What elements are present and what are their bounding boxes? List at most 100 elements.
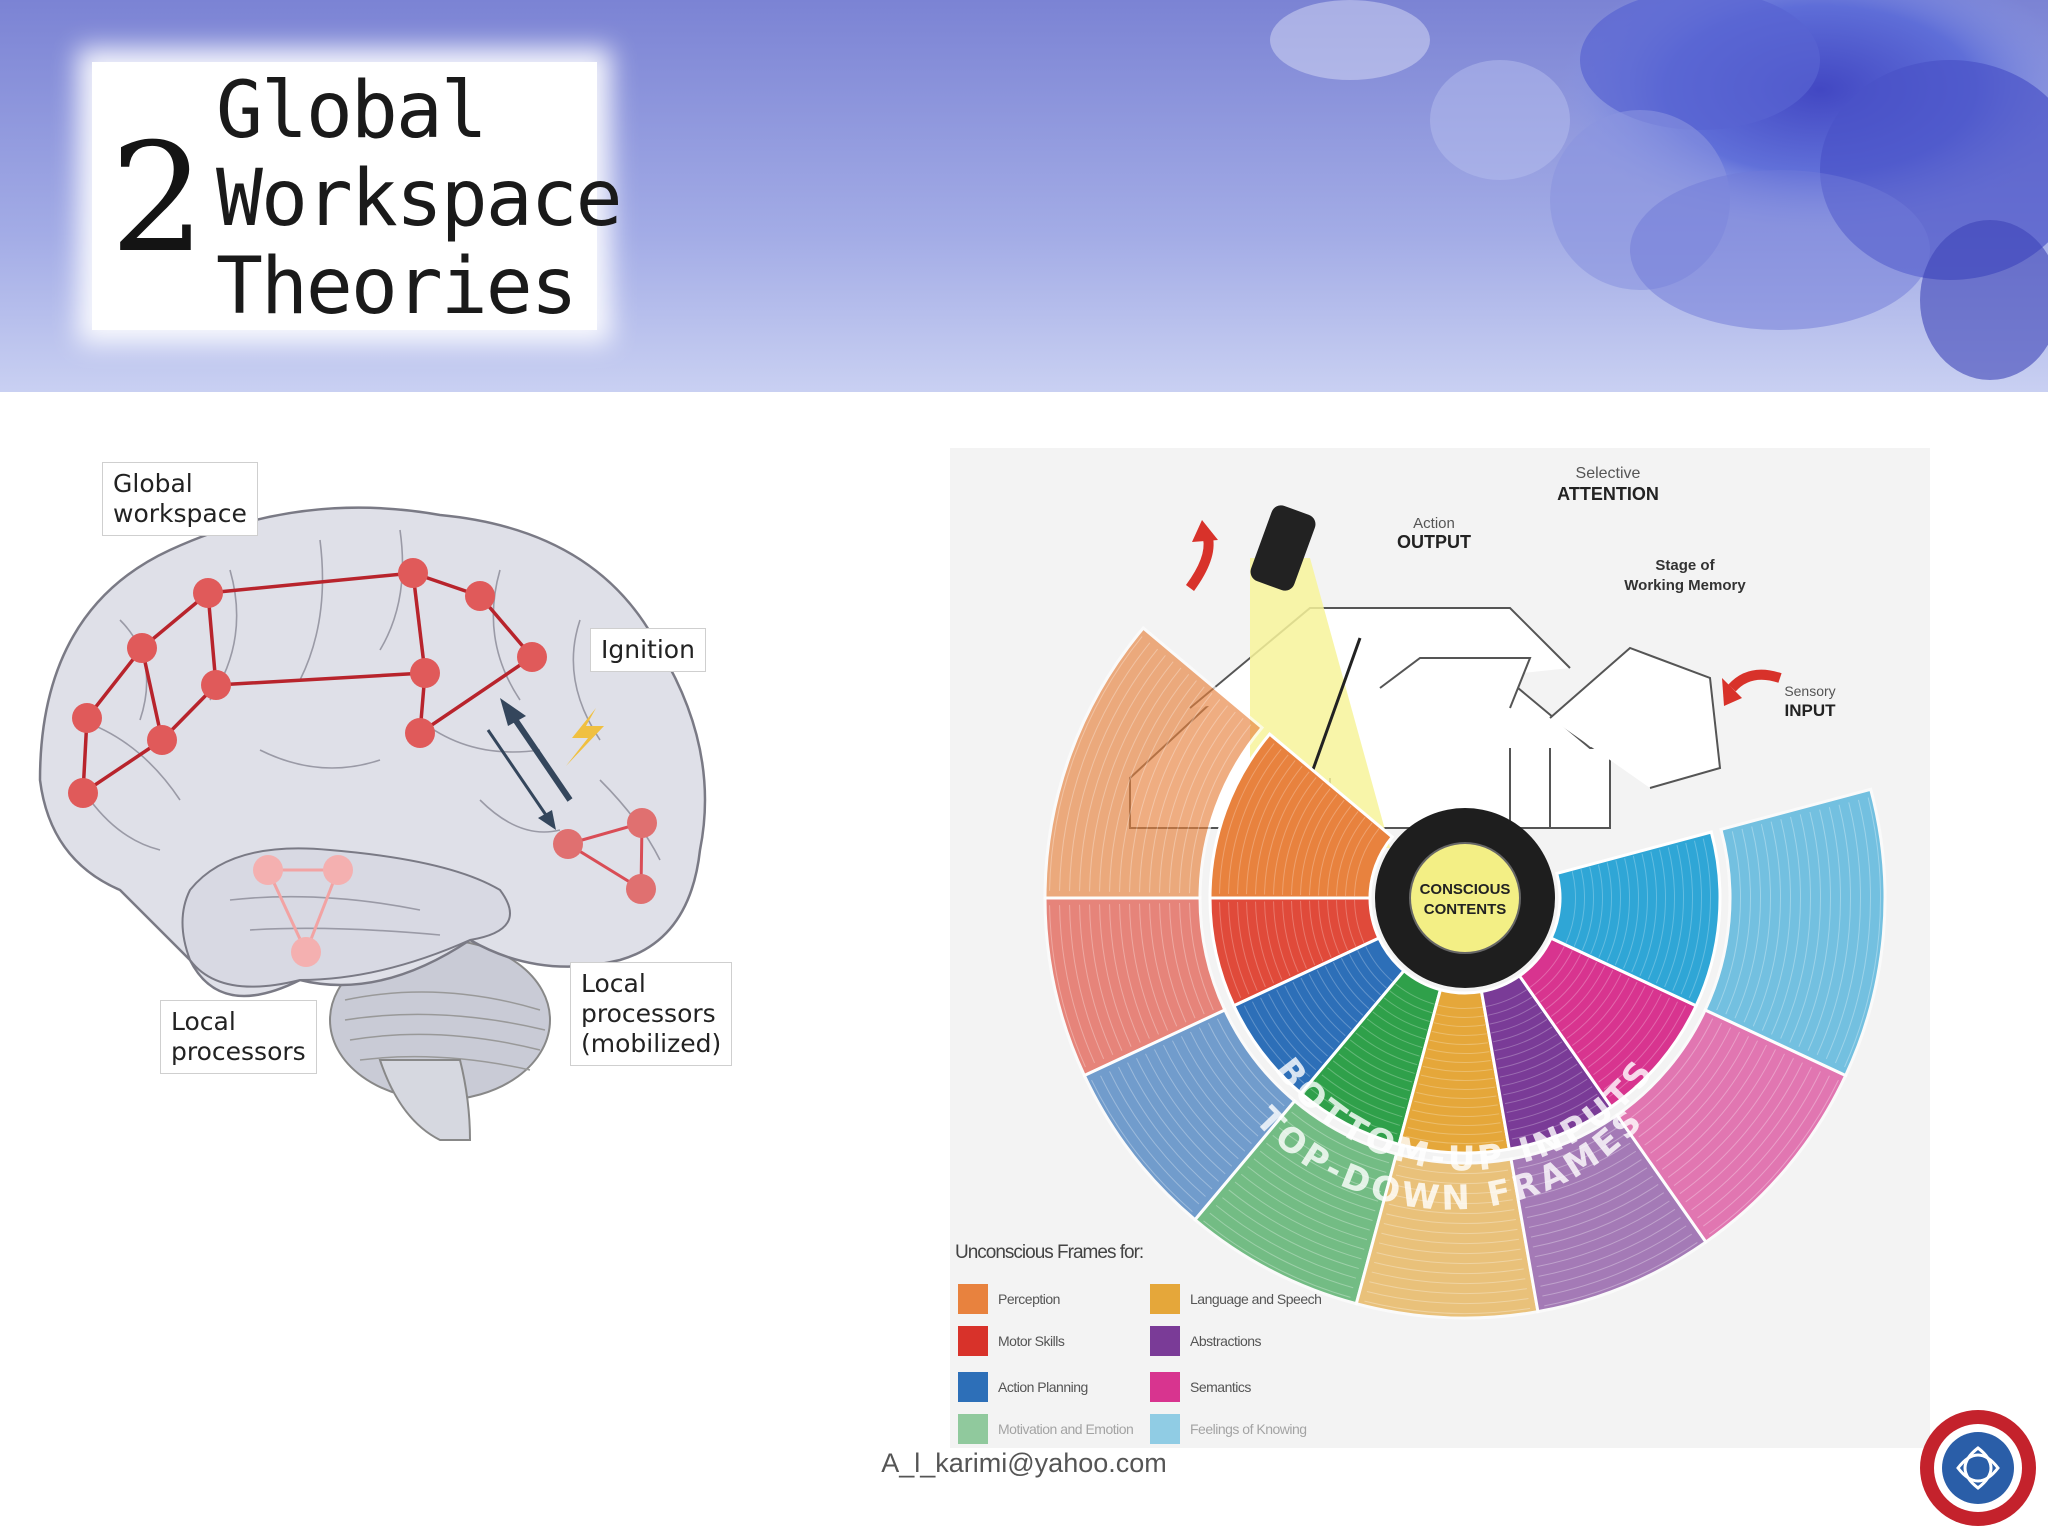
seat-row xyxy=(1435,1013,1484,1019)
seat-row xyxy=(1412,1109,1500,1117)
seat-row xyxy=(1398,1164,1509,1174)
label-ignition: Ignition xyxy=(590,628,706,672)
brain-diagram: Global workspace Ignition Local processo… xyxy=(0,420,780,1180)
seating-wedge-inner xyxy=(1231,936,1407,1096)
input-arrow xyxy=(1728,669,1782,692)
seat-row xyxy=(1429,1039,1488,1045)
seat-row xyxy=(1418,1083,1496,1090)
legend-item: Semantics xyxy=(1150,1372,1251,1402)
seating-wedge-outer xyxy=(1082,1008,1297,1222)
legend-label: Motor Skills xyxy=(998,1333,1065,1349)
legend-swatch xyxy=(1150,1326,1180,1356)
legend-item: Language and Speech xyxy=(1150,1284,1322,1314)
seat-row xyxy=(1590,864,1603,955)
conscious-text: CONSCIOUS xyxy=(1420,881,1511,898)
label-global-workspace: Global workspace xyxy=(102,462,258,536)
legend-label: Perception xyxy=(998,1291,1060,1307)
stage-of-text: Stage of xyxy=(1655,557,1715,574)
theater-diagram: CONSCIOUS CONTENTS Selective ATTENTION A… xyxy=(950,448,1930,1448)
legend-label: Action Planning xyxy=(998,1379,1088,1395)
ignition-arrows xyxy=(486,698,573,830)
seating-wedge-outer xyxy=(1509,1112,1708,1314)
seat-row xyxy=(1405,1135,1504,1144)
banner-brain-art xyxy=(1270,0,2048,380)
title-line-1: Global xyxy=(216,66,488,156)
legend-swatch xyxy=(958,1372,988,1402)
title-number: 2 xyxy=(110,112,206,286)
seat-row xyxy=(1487,996,1533,1016)
seat-row xyxy=(1433,1022,1486,1027)
theater-illustration: CONSCIOUS CONTENTS Selective ATTENTION A… xyxy=(1043,465,1887,1320)
university-logo xyxy=(1916,1406,2040,1530)
working-memory-text: Working Memory xyxy=(1624,577,1746,594)
seat-row xyxy=(1388,1203,1515,1214)
conscious-contents xyxy=(1409,842,1521,954)
legend-item: Action Planning xyxy=(958,1372,1088,1402)
seat-row xyxy=(1581,866,1594,951)
legend-label: Semantics xyxy=(1190,1379,1251,1395)
label-local-processors: Local processors xyxy=(160,1000,317,1074)
legend-swatch xyxy=(1150,1414,1180,1444)
seat-row xyxy=(1393,1184,1512,1194)
seat-row xyxy=(1414,1100,1498,1108)
seat-row xyxy=(1422,1065,1493,1072)
spotlight-lamp xyxy=(1250,505,1316,591)
seat-row xyxy=(1573,868,1585,947)
seat-row xyxy=(1565,871,1576,944)
legend-item: Abstractions xyxy=(1150,1326,1262,1356)
seat-row xyxy=(1403,1144,1505,1153)
label-local-processors-mobilized: Local processors (mobilized) xyxy=(570,962,733,1066)
seating-wedge-outer xyxy=(1192,1098,1399,1306)
seating-wedge-inner xyxy=(1298,968,1443,1147)
seating-wedge-inner xyxy=(1208,896,1381,1008)
seat-row xyxy=(1390,1193,1513,1204)
seat-row xyxy=(1485,989,1528,1007)
lightning-icon xyxy=(566,708,604,766)
action-text: Action xyxy=(1413,515,1455,532)
seating-wedge-outer xyxy=(1614,1008,1848,1245)
seating-wedge-outer xyxy=(1043,896,1227,1078)
slide-title: 2 Global Workspace Theories xyxy=(92,62,623,332)
title-line-2: Workspace xyxy=(216,154,623,244)
seat-row xyxy=(1354,899,1365,944)
legend-label: Language and Speech xyxy=(1190,1291,1322,1307)
brainstem xyxy=(378,1059,472,1141)
attention-text: ATTENTION xyxy=(1557,484,1659,504)
seat-row xyxy=(1427,1048,1490,1054)
seating-wedge-inner xyxy=(1208,731,1395,900)
legend-swatch xyxy=(958,1326,988,1356)
seating-wedge-outer xyxy=(1703,787,1887,1078)
legend-item: Motor Skills xyxy=(958,1326,1065,1356)
seating-wedge-outer xyxy=(1043,625,1265,900)
legend-swatch xyxy=(1150,1284,1180,1314)
legend-label: Motivation and Emotion xyxy=(998,1421,1134,1437)
seat-row xyxy=(1420,1074,1494,1081)
mobilized-processors-nodes xyxy=(553,808,657,904)
seat-row xyxy=(1438,1004,1483,1009)
seat-row xyxy=(1386,1213,1516,1224)
seat-row xyxy=(1425,1057,1491,1063)
footer-email: A_l_karimi@yahoo.com xyxy=(881,1448,1167,1478)
legend-item: Motivation and Emotion xyxy=(958,1414,1134,1444)
seat-row xyxy=(1395,1174,1510,1184)
seating-wedge-outer xyxy=(1354,1152,1540,1320)
seating-wedge-inner xyxy=(1549,830,1722,1008)
seat-row xyxy=(1431,1030,1487,1036)
legend-swatch xyxy=(958,1414,988,1444)
seat-row xyxy=(1395,983,1435,1005)
legend-swatch xyxy=(958,1284,988,1314)
theater-seating xyxy=(1043,625,1887,1320)
legend-item: Perception xyxy=(958,1284,1060,1314)
seat-row xyxy=(1345,900,1357,947)
legend-item: Feelings of Knowing xyxy=(1150,1414,1307,1444)
seat-row xyxy=(1407,1126,1503,1135)
output-arrow xyxy=(1185,537,1214,591)
title-line-3: Theories xyxy=(216,242,578,332)
brain-illustration xyxy=(38,506,707,1141)
contents-text: CONTENTS xyxy=(1424,901,1507,918)
output-text: OUTPUT xyxy=(1397,532,1471,552)
selective-text: Selective xyxy=(1576,465,1641,482)
seating-wedge-inner xyxy=(1517,936,1699,1109)
legend-label: Abstractions xyxy=(1190,1333,1262,1349)
legend-label: Feelings of Knowing xyxy=(1190,1421,1307,1437)
